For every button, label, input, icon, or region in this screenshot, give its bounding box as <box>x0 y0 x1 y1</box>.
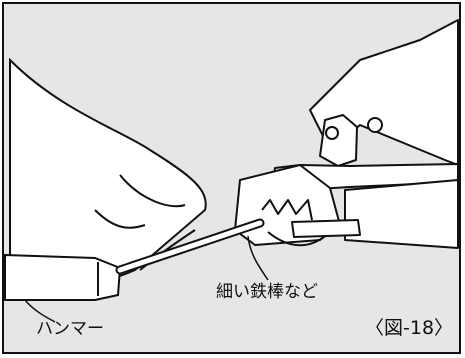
figure-number-label: 〈図-18〉 <box>365 317 454 339</box>
hammer-label: ハンマー <box>36 319 104 339</box>
nailer-magazine-lower <box>344 179 459 249</box>
nailer-tool <box>234 19 459 249</box>
rod-leader-line <box>247 235 269 281</box>
nailer-driver-guide <box>291 219 361 238</box>
hammer-leader-line <box>24 299 56 323</box>
nailer-pivot-bolt <box>325 126 339 140</box>
hammer-handle <box>4 253 122 301</box>
rod-label: 細い鉄棒など <box>216 282 318 302</box>
